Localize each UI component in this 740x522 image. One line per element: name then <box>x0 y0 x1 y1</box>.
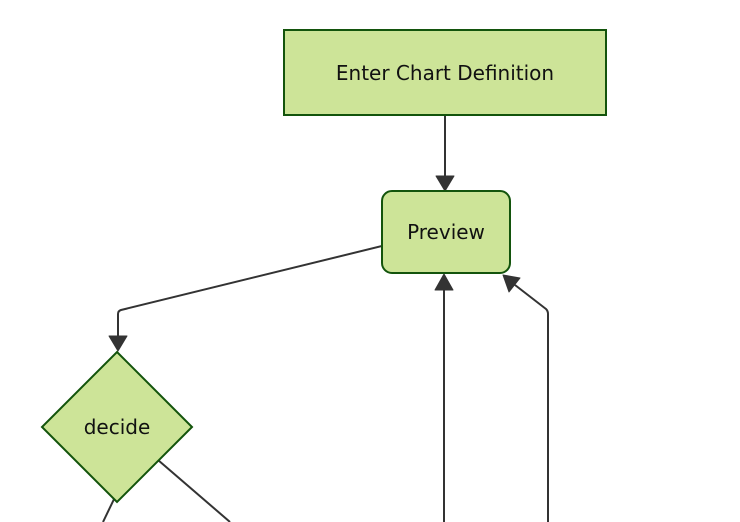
arrowhead-up-icon <box>434 273 454 291</box>
node-decide: decide <box>40 350 194 504</box>
node-label: Enter Chart Definition <box>336 61 554 85</box>
node-enter-chart-definition: Enter Chart Definition <box>283 29 607 116</box>
arrowhead-down-icon <box>108 335 128 352</box>
node-preview: Preview <box>381 190 511 274</box>
edge-enter-to-preview <box>435 115 455 192</box>
edge-line <box>117 245 383 337</box>
node-label: Preview <box>407 220 485 244</box>
edge-bottom-to-preview <box>434 273 454 522</box>
rounded-rectangle-shape <box>381 190 511 274</box>
arrowhead-down-icon <box>435 175 455 192</box>
edge-decide-to-offscreen-right <box>157 459 231 522</box>
rectangle-shape <box>283 29 607 116</box>
diamond-shape <box>40 350 194 504</box>
arrowhead-up-left-icon <box>502 274 521 293</box>
edge-line <box>514 284 549 522</box>
node-label: decide <box>84 415 151 439</box>
edge-bottom-right-to-preview <box>502 274 549 522</box>
edge-preview-to-decide <box>108 245 383 352</box>
